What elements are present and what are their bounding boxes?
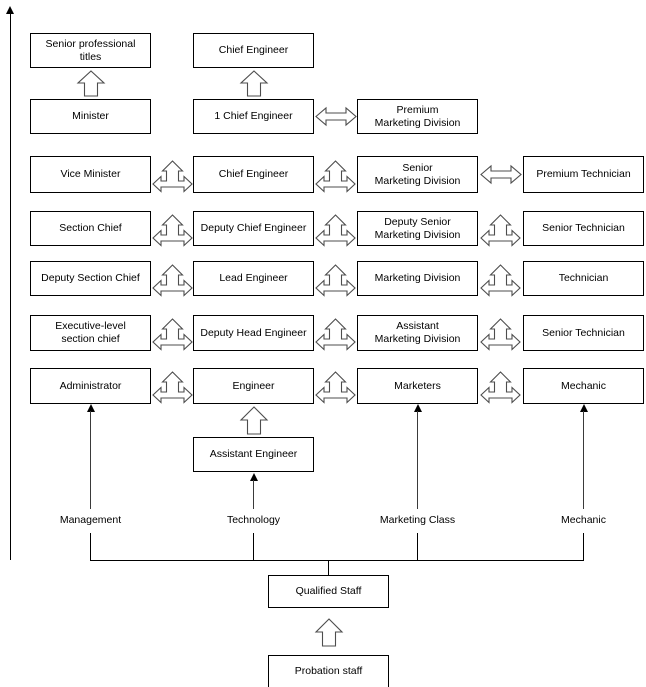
node-mechanic[interactable]: Mechanic [523,368,644,404]
node-assistant-marketing-division[interactable]: Assistant Marketing Division [357,315,478,351]
transfer-arrow-tri-row5-management-technology [152,317,193,351]
node-senior-technician-row3[interactable]: Senior Technician [523,211,644,246]
tree-stem-mechanic [583,533,584,560]
node-administrator[interactable]: Administrator [30,368,151,404]
transfer-arrow-tri-row5-technology-marketing [315,317,356,351]
transfer-arrow-tri-row3-marketing-mechanic [480,213,521,247]
node-premium-marketing-division[interactable]: Premium Marketing Division [357,99,478,134]
transfer-arrow-tri-row4-management-technology [152,263,193,297]
node-premium-technician[interactable]: Premium Technician [523,156,644,193]
node-chief-engineer-top[interactable]: Chief Engineer [193,33,314,68]
transfer-arrow-bidirectional-row2-marketing-mechanic [480,162,522,187]
entry-arrow-technology [249,473,258,509]
category-label-mechanic: Mechanic [561,514,606,526]
transfer-arrow-tri-row4-technology-marketing [315,263,356,297]
node-lead-engineer[interactable]: Lead Engineer [193,261,314,296]
node-1-chief-engineer[interactable]: 1 Chief Engineer [193,99,314,134]
node-probation-staff[interactable]: Probation staff [268,655,389,687]
tree-stem-management [90,533,91,560]
promotion-arrow-up-management-top [76,70,106,97]
category-label-management: Management [59,514,122,526]
promotion-arrow-up-technology-top [239,70,269,97]
node-deputy-section-chief[interactable]: Deputy Section Chief [30,261,151,296]
transfer-arrow-tri-row4-marketing-mechanic [480,263,521,297]
node-executive-level-section-chief[interactable]: Executive-level section chief [30,315,151,351]
node-chief-engineer[interactable]: Chief Engineer [193,156,314,193]
transfer-arrow-tri-row6-management-technology [152,370,193,404]
node-technician[interactable]: Technician [523,261,644,296]
entry-arrow-marketing [413,404,422,509]
category-label-marketing-class: Marketing Class [379,514,456,526]
node-senior-marketing-division[interactable]: Senior Marketing Division [357,156,478,193]
node-qualified-staff[interactable]: Qualified Staff [268,575,389,608]
tree-bus-horizontal [90,560,584,561]
transfer-arrow-tri-row2-management-technology [152,159,193,193]
category-label-technology: Technology [226,514,281,526]
tree-drop-to-qualified-staff [328,560,329,581]
transfer-arrow-bidirectional-row1-tech-marketing [315,104,357,129]
entry-arrow-mechanic [579,404,588,509]
node-senior-professional-titles[interactable]: Senior professional titles [30,33,151,68]
node-deputy-head-engineer[interactable]: Deputy Head Engineer [193,315,314,351]
promotion-arrow-up-assistant-engineer [239,406,269,435]
node-section-chief[interactable]: Section Chief [30,211,151,246]
node-senior-technician-row5[interactable]: Senior Technician [523,315,644,351]
transfer-arrow-tri-row5-marketing-mechanic [480,317,521,351]
rank-axis-line [10,13,11,560]
rank-axis-arrowhead [6,6,14,14]
transfer-arrow-tri-row6-technology-marketing [315,370,356,404]
transfer-arrow-tri-row3-technology-marketing [315,213,356,247]
transfer-arrow-tri-row3-management-technology [152,213,193,247]
node-deputy-chief-engineer[interactable]: Deputy Chief Engineer [193,211,314,246]
node-minister[interactable]: Minister [30,99,151,134]
transfer-arrow-tri-row6-marketing-mechanic [480,370,521,404]
entry-arrow-management [86,404,95,509]
node-marketers[interactable]: Marketers [357,368,478,404]
node-engineer[interactable]: Engineer [193,368,314,404]
promotion-arrow-up-probation-to-qualified [314,618,344,647]
node-assistant-engineer[interactable]: Assistant Engineer [193,437,314,472]
tree-stem-technology [253,533,254,560]
node-vice-minister[interactable]: Vice Minister [30,156,151,193]
node-marketing-division[interactable]: Marketing Division [357,261,478,296]
transfer-arrow-tri-row2-technology-marketing [315,159,356,193]
tree-stem-marketing [417,533,418,560]
node-deputy-senior-marketing-division[interactable]: Deputy Senior Marketing Division [357,211,478,246]
